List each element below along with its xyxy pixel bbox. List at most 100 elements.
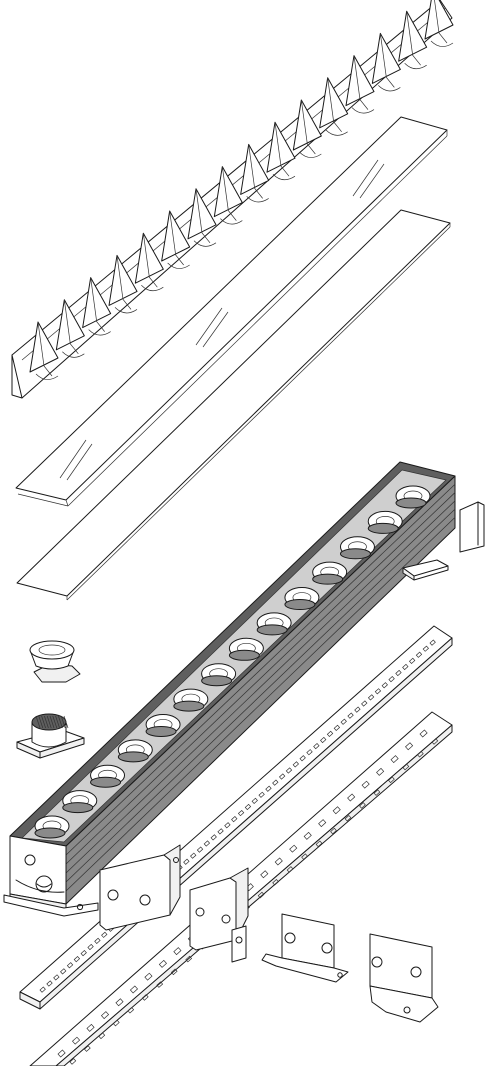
- pcb-led-pad-secondary: [272, 878, 279, 886]
- pcb-led: [60, 968, 67, 975]
- pcb-led: [80, 949, 87, 957]
- end-cap: [3, 835, 99, 917]
- pcb-led: [190, 852, 197, 859]
- led-lens-shadow: [339, 548, 371, 560]
- clear-cover-lens: [15, 116, 448, 507]
- led-lens-shadow: [201, 675, 233, 687]
- pcb-led: [340, 718, 347, 725]
- mounting-bracket-mid: [261, 913, 349, 983]
- pcb-led-pad: [57, 1049, 66, 1058]
- pcb-led: [299, 755, 306, 762]
- pcb-led-pad: [405, 742, 414, 751]
- pcb-led: [429, 639, 436, 646]
- pcb-led-pad-secondary: [69, 1058, 77, 1065]
- reflector-cell-edge: [274, 122, 290, 177]
- pcb-led-pad: [332, 806, 341, 815]
- led-lens-shadow: [312, 573, 344, 585]
- pcb-led: [237, 809, 245, 817]
- led-lens-shadow: [117, 751, 149, 763]
- spare-optic-lens: [29, 640, 81, 683]
- housing-fin-line: [65, 492, 456, 865]
- reflector-cell-cup: [193, 240, 217, 247]
- led-lens-shadow: [62, 802, 94, 814]
- pcb-led-pad: [129, 985, 139, 994]
- pcb-led: [265, 785, 272, 792]
- reflector-cell-cup: [430, 40, 454, 47]
- led-lens-shadow: [367, 522, 399, 534]
- reflector-cell-cup: [325, 129, 348, 136]
- reflector-cell-edge: [406, 11, 421, 66]
- pcb-led: [333, 724, 341, 731]
- pcb-led: [66, 962, 74, 969]
- pcb-led: [388, 676, 395, 683]
- pcb-led: [408, 657, 416, 664]
- pcb-led-pad-secondary: [286, 866, 294, 873]
- led-lens-shadow: [228, 649, 260, 661]
- reflector-cell-cup: [404, 62, 427, 70]
- mounting-bracket-large: [99, 844, 181, 931]
- pcb-led-pad: [86, 1023, 95, 1032]
- reflector-cell-edge: [37, 321, 53, 377]
- reflector-cell-edge: [221, 166, 237, 221]
- housing-cooling-fins: [65, 484, 456, 892]
- pcb-led-pad: [289, 844, 298, 853]
- reflector-cell-cup: [141, 284, 164, 292]
- pcb-led-pad-secondary: [170, 968, 178, 976]
- pcb-led-pad-secondary: [417, 750, 424, 758]
- reflector-cell-edge: [434, 0, 448, 44]
- reflector-cell-edge: [195, 188, 211, 244]
- pcb-led: [306, 749, 313, 756]
- led-lens-shadow: [284, 599, 316, 611]
- sensor-mesh-line: [55, 715, 60, 729]
- pcb-led-pad: [115, 998, 124, 1007]
- led-lens-shadow: [90, 776, 122, 788]
- sensor-mesh-line: [63, 715, 69, 729]
- sensor-mesh-line: [44, 715, 49, 729]
- pcb-led-pad: [318, 819, 327, 828]
- housing-fin-line: [65, 484, 456, 856]
- pcb-led: [46, 980, 53, 987]
- pcb-led-pad-secondary: [388, 776, 395, 784]
- pcb-led-pad-secondary: [344, 814, 352, 822]
- reflector-cell-cup: [88, 329, 111, 336]
- reflector-cell-edge: [63, 299, 79, 355]
- reflector-baffle-strip: [11, 0, 454, 399]
- sensor-mesh-line: [41, 715, 46, 729]
- pcb-led: [367, 694, 375, 701]
- reflector-cell-cup: [351, 107, 375, 114]
- pcb-led: [73, 956, 81, 963]
- pcb-led: [258, 791, 265, 798]
- pcb-led: [210, 834, 217, 841]
- reflector-cell-cup: [62, 351, 85, 358]
- pcb-led: [39, 986, 46, 993]
- pcb-led: [395, 669, 402, 677]
- pcb-led: [278, 773, 286, 780]
- pcb-led-pad-secondary: [83, 1045, 91, 1052]
- reflector-cell-edge: [142, 233, 158, 288]
- pcb-led: [196, 846, 204, 853]
- pcb-led: [231, 816, 238, 823]
- pcb-led-pad: [71, 1036, 81, 1045]
- sensor-mesh-line: [49, 715, 55, 729]
- pcb-led-pad-secondary: [402, 763, 410, 771]
- sensor-mesh-line: [46, 715, 52, 729]
- pcb-led: [320, 736, 327, 744]
- reflector-cell-edge: [248, 144, 263, 199]
- pcb-led-pad-secondary: [359, 802, 366, 809]
- pcb-led-pad: [361, 780, 370, 789]
- pcb-led: [183, 858, 190, 865]
- reflector-cell-edge: [379, 33, 395, 88]
- sensor-mesh-line: [38, 715, 44, 729]
- reflector-cell-edge: [353, 55, 369, 110]
- sensor-mesh: [35, 715, 69, 729]
- housing-fin-line: [65, 508, 456, 883]
- reflector-cell-cup: [246, 196, 269, 203]
- pcb-led-pad: [100, 1011, 110, 1020]
- sensor-mesh-line: [52, 715, 58, 729]
- pcb-led: [347, 712, 354, 719]
- pcb-led: [415, 651, 423, 658]
- sensor-mesh-line: [58, 715, 63, 729]
- pcb-led: [251, 797, 258, 805]
